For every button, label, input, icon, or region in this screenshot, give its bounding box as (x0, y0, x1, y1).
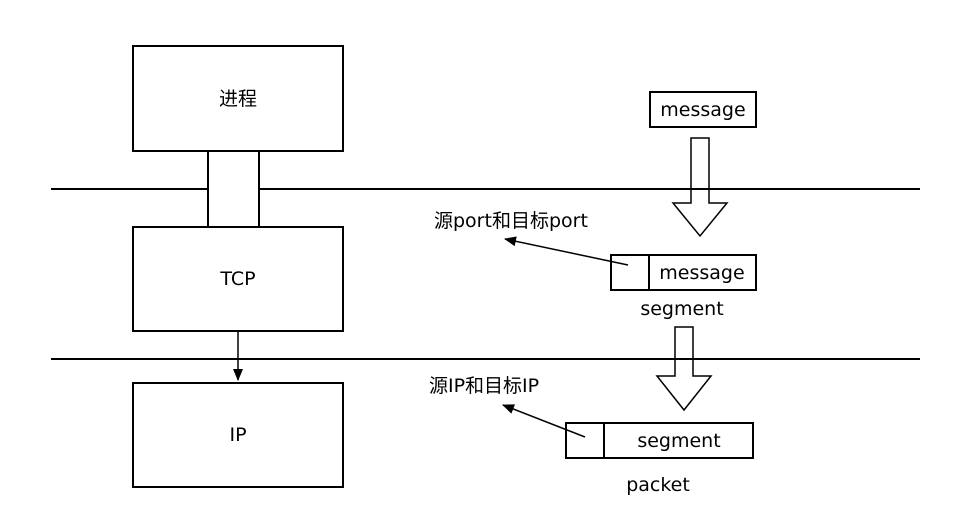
encapsulate-down-arrow-1 (671, 137, 729, 238)
process-box (132, 45, 344, 152)
packet-caption: packet (626, 474, 690, 496)
port-header-arrow (504, 236, 629, 266)
port-header-annotation: 源port和目标port (434, 210, 588, 232)
segment-box (610, 254, 757, 291)
process-tcp-connector (207, 150, 260, 228)
message-label: message (660, 99, 745, 121)
tcp-box (132, 226, 344, 332)
ip-header-annotation: 源IP和目标IP (429, 375, 539, 397)
tcp-label: TCP (219, 268, 255, 290)
packet-box (565, 422, 754, 459)
encapsulate-down-arrow-2 (655, 326, 713, 412)
process-label: 进程 (219, 88, 257, 110)
packet-segment-label: segment (637, 430, 720, 452)
ip-box (132, 382, 344, 488)
ip-label: IP (229, 424, 246, 446)
segment-caption: segment (640, 298, 723, 320)
ip-header-arrow (502, 404, 586, 438)
segment-message-label: message (659, 262, 744, 284)
message-box (649, 91, 757, 128)
